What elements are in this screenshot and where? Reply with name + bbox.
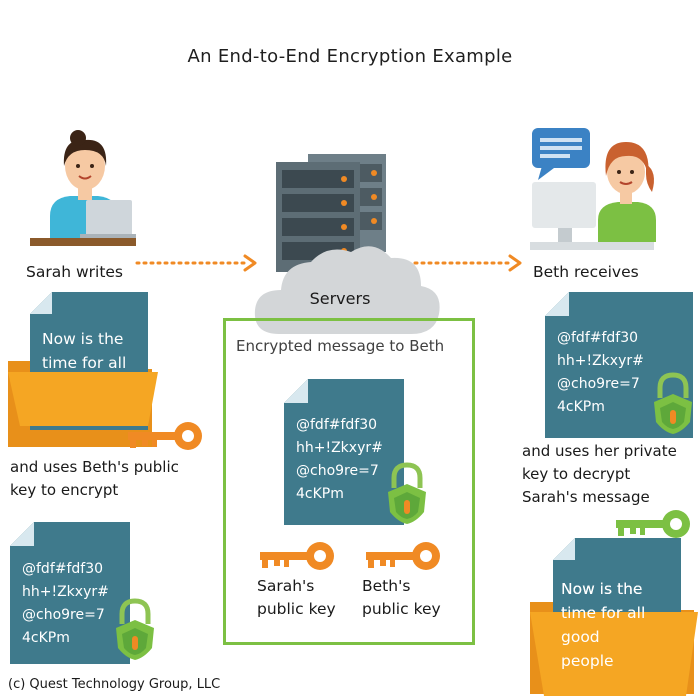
encrypt-note: and uses Beth's public key to encrypt <box>10 458 179 499</box>
sarah-ciphertext: @fdf#fdf30 hh+!Zkxyr# @cho9re=7 4cKPm <box>22 561 109 646</box>
servers-label: Servers <box>309 289 371 308</box>
diagram-title: An End-to-End Encryption Example <box>187 46 513 67</box>
server-ciphertext-document <box>284 379 408 527</box>
encrypted-message-box <box>223 318 475 645</box>
sarah-folder-front <box>8 372 168 428</box>
beth-public-key-caption: Beth's public key <box>362 577 441 618</box>
server-lock-icon <box>386 462 428 526</box>
beth-public-key-icon <box>122 420 204 452</box>
sarah-public-key-caption: Sarah's public key <box>257 577 336 618</box>
beth-avatar <box>528 128 658 252</box>
decrypt-note: and uses her private key to decrypt Sara… <box>522 442 677 506</box>
cloud-icon <box>251 238 443 336</box>
sarah-writes-label: Sarah writes <box>26 263 124 281</box>
beth-public-key-icon-server <box>360 540 442 572</box>
beth-lock-icon <box>652 372 694 436</box>
arrow-servers-to-beth <box>413 254 525 272</box>
beth-plaintext-front: Now is the time for all good people <box>561 580 646 670</box>
beth-private-key-icon <box>612 508 692 540</box>
beth-receives-label: Beth receives <box>533 263 639 281</box>
copyright-notice: (c) Quest Technology Group, LLC <box>8 677 221 692</box>
sarah-ciphertext-document <box>10 522 160 666</box>
sarah-public-key-icon <box>254 540 336 572</box>
encrypted-message-label: Encrypted message to Beth <box>236 337 445 355</box>
beth-ciphertext: @fdf#fdf30 hh+!Zkxyr# @cho9re=7 4cKPm <box>557 330 644 415</box>
beth-folder-front <box>530 612 700 696</box>
sarah-lock-icon <box>114 598 156 662</box>
sarah-avatar <box>28 128 140 250</box>
server-ciphertext: @fdf#fdf30 hh+!Zkxyr# @cho9re=7 4cKPm <box>296 417 383 502</box>
arrow-sarah-to-servers <box>135 254 260 272</box>
